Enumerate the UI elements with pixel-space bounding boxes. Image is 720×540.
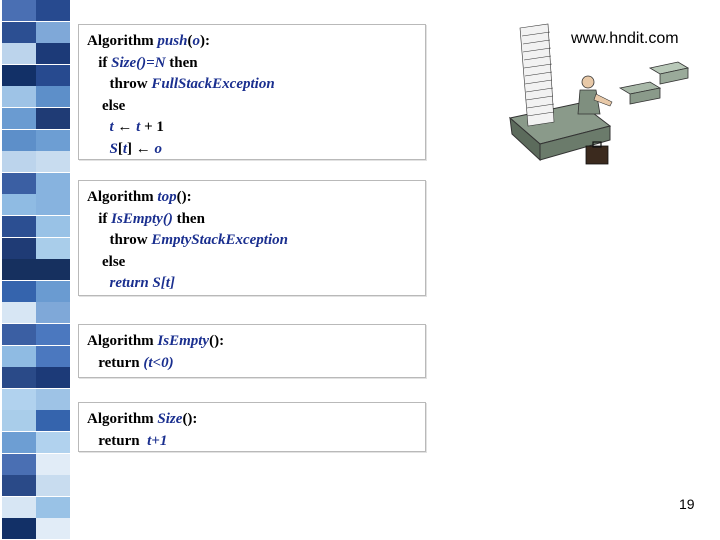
push-algorithm-box: Algorithm push(o): if Size()=N then thro…: [78, 24, 426, 160]
decorative-square: [2, 216, 36, 237]
decorative-square: [2, 129, 36, 151]
decorative-square: [2, 496, 36, 518]
decorative-square: [36, 108, 70, 129]
decorative-square: [36, 518, 70, 540]
decorative-square: [2, 518, 36, 540]
decorative-square: [2, 172, 36, 194]
decorative-square: [36, 302, 70, 324]
decorative-square: [2, 21, 36, 43]
decorative-square: [2, 151, 36, 173]
decorative-square: [2, 410, 36, 432]
decorative-square: [2, 345, 36, 367]
push-line-1: Algorithm push(o):: [87, 33, 210, 49]
decorative-square: [36, 259, 70, 281]
decorative-square: [2, 194, 36, 216]
decorative-square: [36, 21, 70, 43]
decorative-square: [36, 345, 70, 367]
decorative-square: [36, 237, 70, 259]
size-algorithm-box: Algorithm Size(): return t+1: [78, 402, 426, 452]
site-url-label: www.hndit.com: [571, 30, 679, 47]
decorative-square: [2, 108, 36, 129]
decorative-square: [36, 453, 70, 475]
decorative-square: [36, 151, 70, 173]
push-line-2: if Size()=N then: [87, 54, 198, 71]
decorative-square-strip: [0, 0, 72, 540]
isempty-line-2: return (t<0): [87, 354, 174, 371]
top-line-5: return S[t]: [109, 275, 175, 292]
decorative-square: [36, 324, 70, 345]
decorative-square: [36, 280, 70, 302]
top-line-2: if IsEmpty() then: [87, 210, 205, 227]
decorative-square: [2, 43, 36, 65]
decorative-square: [36, 432, 70, 453]
decorative-square: [36, 43, 70, 65]
page-number: 19: [679, 496, 695, 512]
decorative-square: [2, 475, 36, 497]
push-line-5: t ← t + 1: [109, 119, 164, 136]
decorative-square: [36, 86, 70, 108]
size-line-2: return t+1: [87, 432, 168, 449]
decorative-square: [36, 410, 70, 432]
size-line-1: Algorithm Size():: [87, 411, 198, 427]
decorative-square: [36, 194, 70, 216]
top-algorithm-box: Algorithm top(): if IsEmpty() then throw…: [78, 180, 426, 296]
push-line-4: else: [87, 97, 126, 114]
decorative-square: [2, 388, 36, 410]
decorative-square: [36, 367, 70, 389]
isempty-line-1: Algorithm IsEmpty():: [87, 333, 225, 349]
top-line-3: throw EmptyStackException: [87, 232, 288, 249]
decorative-square: [36, 388, 70, 410]
decorative-square: [2, 324, 36, 345]
decorative-square: [36, 172, 70, 194]
decorative-square: [2, 86, 36, 108]
push-line-6: S[t] ← o: [109, 140, 163, 157]
decorative-square: [36, 216, 70, 237]
decorative-square: [2, 432, 36, 453]
paper-stack-office-worker-icon: [508, 23, 690, 165]
decorative-square: [2, 453, 36, 475]
decorative-square: [2, 280, 36, 302]
decorative-square: [2, 259, 36, 281]
top-line-4: else: [87, 253, 126, 270]
decorative-square: [36, 496, 70, 518]
top-line-1: Algorithm top():: [87, 189, 192, 205]
decorative-square: [2, 302, 36, 324]
decorative-square: [36, 64, 70, 86]
push-line-3: throw FullStackException: [87, 76, 275, 93]
decorative-square: [36, 475, 70, 497]
decorative-square: [2, 367, 36, 389]
decorative-square: [2, 237, 36, 259]
decorative-square: [2, 0, 36, 21]
decorative-square: [36, 129, 70, 151]
isempty-algorithm-box: Algorithm IsEmpty(): return (t<0): [78, 324, 426, 378]
decorative-square: [36, 0, 70, 21]
decorative-square: [2, 64, 36, 86]
